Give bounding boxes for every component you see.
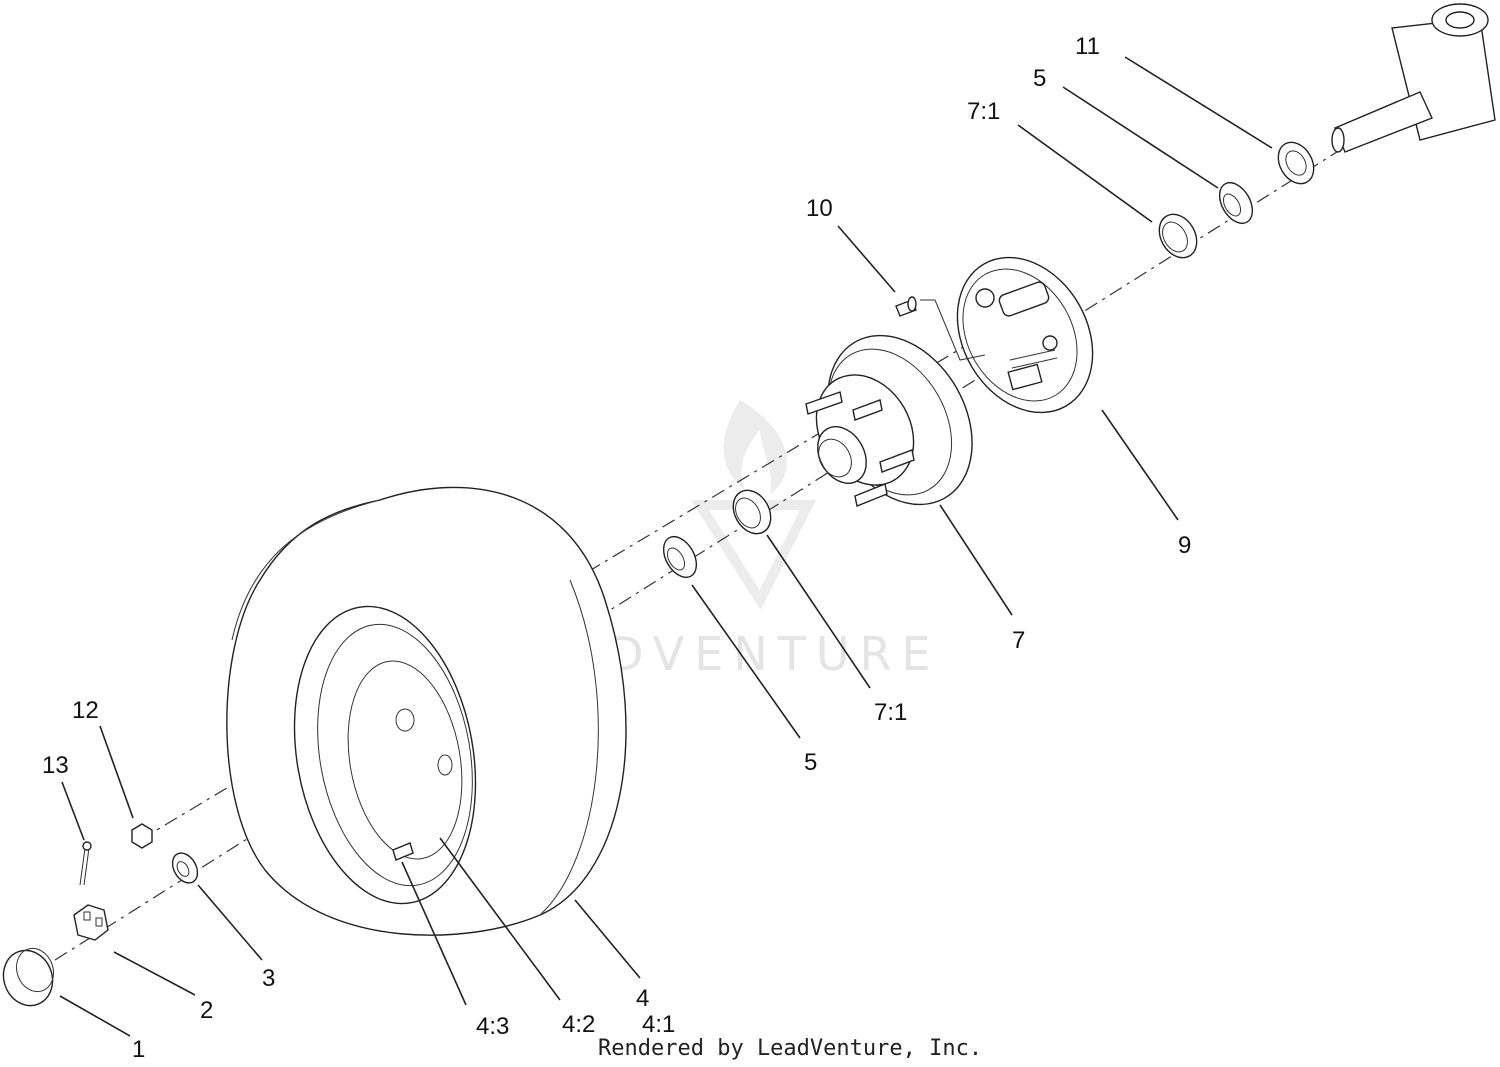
- callout-4-1: 4:1: [642, 1011, 675, 1038]
- callout-11: 11: [1075, 33, 1100, 60]
- part-3-washer: [171, 852, 199, 884]
- callout-3: 3: [262, 965, 275, 992]
- callout-labels: 11 5 7:1 10 9 7 7:1 5 12 13 3 2 1 4 4:1 …: [42, 33, 1191, 1063]
- part-1-dust-cap: [2, 947, 55, 1007]
- callout-5-top: 5: [1033, 65, 1046, 92]
- leader-lines: [59, 56, 1273, 1037]
- part-11-seal: [1277, 141, 1315, 185]
- callout-10: 10: [806, 195, 833, 222]
- callout-7-1-middle: 7:1: [874, 699, 907, 726]
- part-5-bearing-middle: [662, 536, 698, 578]
- part-10-bolt: [895, 296, 986, 361]
- part-4-wheel-tire: [226, 486, 627, 936]
- callout-1: 1: [132, 1036, 145, 1063]
- callout-4-3: 4:3: [476, 1013, 509, 1040]
- part-7-1-race-top: [1158, 213, 1198, 259]
- spindle: [1331, 3, 1496, 153]
- part-5-bearing-top: [1218, 182, 1254, 224]
- rendered-by-footer: Rendered by LeadVenture, Inc.: [598, 1036, 982, 1061]
- part-12-lug-nut: [131, 823, 153, 849]
- callout-4: 4: [636, 985, 649, 1012]
- callout-2: 2: [200, 997, 213, 1024]
- part-2-castle-nut: [73, 904, 109, 941]
- callout-7: 7: [1012, 627, 1025, 654]
- callout-13: 13: [42, 752, 69, 779]
- part-9-brake-assembly: [956, 256, 1094, 414]
- callout-7-1-top: 7:1: [967, 98, 1000, 125]
- callout-4-2: 4:2: [562, 1011, 595, 1038]
- part-7-hub-drum: [805, 334, 973, 507]
- part-7-1-race-middle: [732, 489, 772, 535]
- part-13-cotter-pin: [79, 841, 92, 886]
- callout-12: 12: [72, 697, 99, 724]
- callout-9: 9: [1178, 532, 1191, 559]
- callout-5-middle: 5: [804, 749, 817, 776]
